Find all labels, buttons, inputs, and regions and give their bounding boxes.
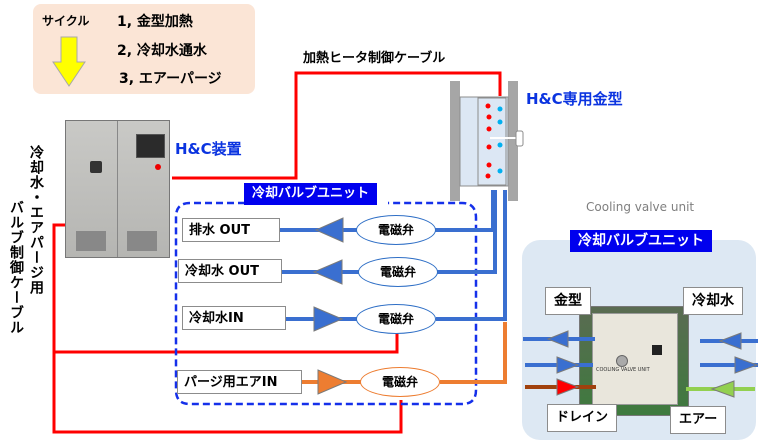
solenoid-valve-coolant-in: 電磁弁: [356, 304, 436, 334]
mold-left-plate: [450, 81, 460, 201]
valve-cable-branch: [54, 330, 399, 354]
hc-device-photo: [65, 120, 170, 258]
heater-dots: [485, 103, 492, 179]
down-arrow-icon: [52, 36, 86, 87]
cycle-step-2: 2, 冷却水通水: [117, 43, 207, 59]
cooling-valve-unit-photo: COOLING VALVE UNIT: [579, 306, 689, 416]
device-caption: COOLING VALVE UNIT: [596, 367, 650, 373]
photo-panel-header: 冷却バルブユニット: [570, 230, 712, 252]
cycle-step-3: 3, エアーパージ: [119, 71, 222, 87]
purge-air-in-label: パージ用エアIN: [177, 370, 302, 394]
air-in-arrow-icon: [317, 369, 348, 395]
mold-in-arrow-icon: [556, 356, 580, 374]
solenoid-valve-drain: 電磁弁: [356, 215, 436, 245]
air-supply-arrow-icon: [710, 380, 735, 398]
coolant-port-label: 冷却水: [683, 287, 743, 315]
mold-port-label: 金型: [545, 287, 591, 315]
heater-cable-label: 加熱ヒータ制御ケーブル: [303, 51, 446, 66]
cooling-valve-unit-caption: Cooling valve unit: [586, 200, 695, 214]
coolant-in-label: 冷却水IN: [182, 306, 286, 330]
drain-arrow-icon: [314, 217, 344, 243]
solenoid-valve-air: 電磁弁: [360, 367, 440, 397]
cool-in-arrow-icon: [313, 306, 344, 332]
drain-in-arrow-icon: [556, 378, 580, 396]
coolant-out-label: 冷却水 OUT: [178, 259, 282, 283]
drain-port-label: ドレイン: [547, 404, 618, 432]
valve-cable-line: [52, 223, 403, 434]
cycle-step-1: 1, 金型加熱: [117, 14, 193, 30]
valve-cable-label-col1: 冷却水・エアパージ用: [28, 145, 44, 295]
valve-unit-header: 冷却バルブユニット: [244, 183, 378, 205]
mold-out-arrow-icon: [546, 330, 569, 348]
valve-cable-label-col2: バルブ制御ケーブル: [8, 200, 24, 335]
valve-unit-boundary: [174, 201, 478, 406]
coolant-in-arrow-icon: [718, 332, 742, 350]
air-port-label: エアー: [670, 406, 727, 434]
cool-in-line-out: [436, 190, 507, 321]
coolant-out-arrow-icon: [734, 356, 759, 374]
cycle-title: サイクル: [42, 14, 90, 28]
mold-right-plate: [508, 81, 518, 201]
drain-out-label: 排水 OUT: [182, 218, 280, 242]
device-label: H&C装置: [175, 140, 242, 158]
cool-out-arrow-icon: [312, 259, 343, 285]
heater-cable-line: [172, 71, 502, 180]
air-line-out: [440, 322, 507, 384]
mold-label: H&C専用金型: [526, 90, 623, 108]
mold-ejector: [515, 130, 524, 147]
solenoid-valve-coolant-out: 電磁弁: [358, 257, 438, 287]
coolant-dots: [497, 106, 503, 174]
